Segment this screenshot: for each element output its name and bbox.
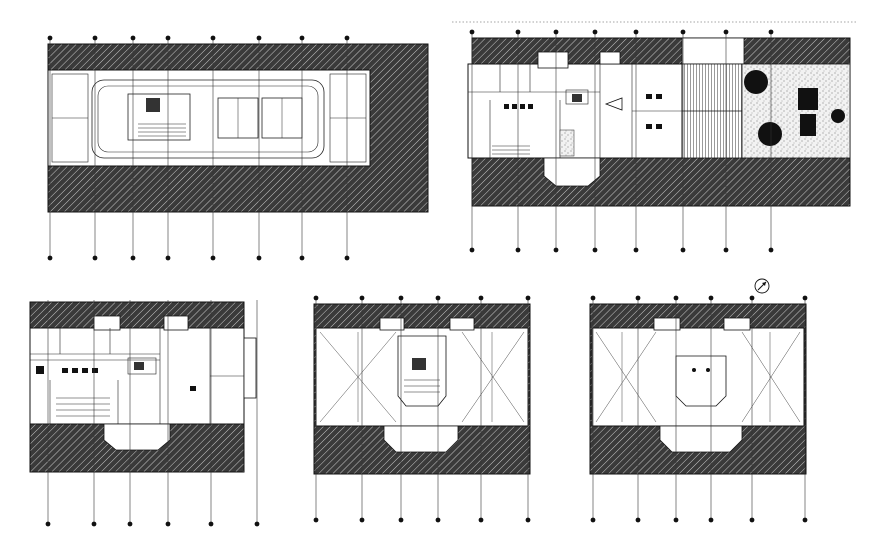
grid-bubble-icon bbox=[92, 35, 98, 41]
grid-bubble-icon bbox=[398, 517, 404, 523]
grid-bubble-icon bbox=[210, 35, 216, 41]
grid-bubble-icon bbox=[525, 517, 531, 523]
grid-bubble-icon bbox=[256, 255, 262, 261]
grid-bubble-icon bbox=[478, 295, 484, 301]
grid-bubble-icon bbox=[435, 517, 441, 523]
void bbox=[675, 355, 727, 407]
plan-third-floor bbox=[589, 278, 808, 523]
grid-bubble-icon bbox=[256, 35, 262, 41]
entry-porch bbox=[543, 157, 601, 187]
grid-bubble-icon bbox=[165, 35, 171, 41]
stair-core bbox=[397, 335, 447, 407]
grid-bubble-icon bbox=[673, 517, 679, 523]
balcony bbox=[659, 425, 743, 453]
grid-bubble-icon bbox=[435, 295, 441, 301]
grid-lines bbox=[469, 29, 774, 253]
grid-bubble-icon bbox=[708, 295, 714, 301]
grid-bubble-icon bbox=[299, 255, 305, 261]
grid-bubble-icon bbox=[633, 247, 639, 253]
grid-lines bbox=[590, 295, 808, 523]
grid-bubble-icon bbox=[254, 521, 260, 527]
grid-bubble-icon bbox=[592, 29, 598, 35]
grid-bubble-icon bbox=[92, 255, 98, 261]
grid-bubble-icon bbox=[47, 35, 53, 41]
grid-bubble-icon bbox=[633, 29, 639, 35]
grid-bubble-icon bbox=[398, 295, 404, 301]
grid-bubble-icon bbox=[91, 521, 97, 527]
grid-bubble-icon bbox=[802, 295, 808, 301]
plan-ground-floor bbox=[467, 29, 851, 253]
grid-bubble-icon bbox=[359, 517, 365, 523]
interior bbox=[29, 327, 245, 425]
north-arrow-icon bbox=[754, 278, 770, 294]
grid-bubble-icon bbox=[525, 295, 531, 301]
grid-bubble-icon bbox=[478, 517, 484, 523]
grid-bubble-icon bbox=[768, 247, 774, 253]
grid-bubble-icon bbox=[635, 295, 641, 301]
grid-bubble-icon bbox=[47, 255, 53, 261]
grid-bubble-icon bbox=[359, 295, 365, 301]
grid-bubble-icon bbox=[553, 247, 559, 253]
grid-bubble-icon bbox=[708, 517, 714, 523]
plan-roof bbox=[47, 35, 429, 261]
grid-bubble-icon bbox=[802, 517, 808, 523]
grid-bubble-icon bbox=[210, 255, 216, 261]
grid-bubble-icon bbox=[590, 517, 596, 523]
balcony bbox=[383, 425, 459, 453]
plan-second-floor bbox=[313, 295, 531, 523]
grid-lines bbox=[47, 35, 350, 261]
balcony bbox=[103, 423, 171, 451]
grid-bubble-icon bbox=[313, 517, 319, 523]
grid-bubble-icon bbox=[749, 295, 755, 301]
grid-bubble-icon bbox=[130, 255, 136, 261]
elevator bbox=[146, 98, 160, 112]
grid-lines bbox=[313, 295, 531, 523]
grid-bubble-icon bbox=[590, 295, 596, 301]
tree bbox=[744, 70, 768, 94]
parapet bbox=[91, 79, 325, 159]
grid-lines bbox=[45, 300, 260, 527]
grid-bubble-icon bbox=[344, 35, 350, 41]
grid-bubble-icon bbox=[515, 29, 521, 35]
grid-bubble-icon bbox=[45, 521, 51, 527]
grid-bubble-icon bbox=[313, 295, 319, 301]
grid-bubble-icon bbox=[723, 29, 729, 35]
grid-bubble-icon bbox=[635, 517, 641, 523]
grid-bubble-icon bbox=[165, 255, 171, 261]
grid-bubble-icon bbox=[553, 29, 559, 35]
grid-bubble-icon bbox=[208, 521, 214, 527]
grid-bubble-icon bbox=[515, 247, 521, 253]
grid-bubble-icon bbox=[469, 29, 475, 35]
grid-bubble-icon bbox=[680, 29, 686, 35]
grid-bubble-icon bbox=[165, 521, 171, 527]
grid-bubble-icon bbox=[344, 255, 350, 261]
grid-bubble-icon bbox=[130, 35, 136, 41]
grid-bubble-icon bbox=[469, 247, 475, 253]
parapet-inner bbox=[97, 85, 319, 153]
grid-bubble-icon bbox=[127, 521, 133, 527]
grid-bubble-icon bbox=[768, 29, 774, 35]
grid-bubble-icon bbox=[723, 247, 729, 253]
plan-first-floor bbox=[29, 300, 260, 527]
tree bbox=[758, 122, 782, 146]
grid-bubble-icon bbox=[673, 295, 679, 301]
grid-bubble-icon bbox=[680, 247, 686, 253]
grid-bubble-icon bbox=[749, 517, 755, 523]
grid-bubble-icon bbox=[299, 35, 305, 41]
grid-bubble-icon bbox=[592, 247, 598, 253]
